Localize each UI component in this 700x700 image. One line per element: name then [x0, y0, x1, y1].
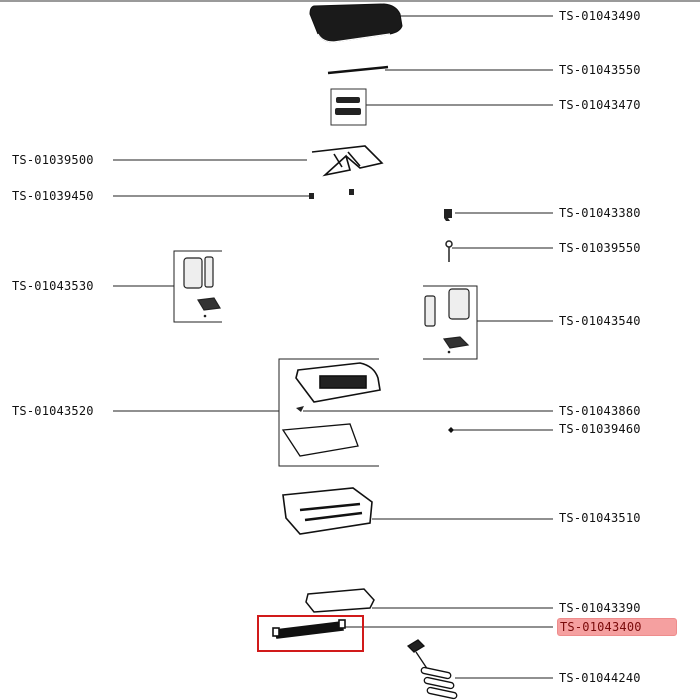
part-label-TS-01043520[interactable]: TS-01043520	[12, 404, 94, 418]
part-label-TS-01043400-selected[interactable]: TS-01043400	[557, 618, 677, 636]
part-clip-right	[349, 189, 354, 195]
part-label-TS-01039450[interactable]: TS-01039450	[12, 189, 94, 203]
part-screw	[448, 427, 454, 433]
bracket-p3	[330, 88, 367, 126]
part-hinge-set	[335, 97, 361, 115]
part-label-TS-01039550[interactable]: TS-01039550	[559, 241, 641, 255]
part-right-hinge-assembly	[424, 288, 470, 349]
part-label-TS-01039500[interactable]: TS-01039500	[12, 153, 94, 167]
part-thermal-fuse	[296, 406, 304, 412]
part-power-cord	[406, 639, 458, 700]
part-left-hinge-assembly	[183, 256, 221, 311]
part-label-TS-01043510[interactable]: TS-01043510	[559, 511, 641, 525]
part-label-TS-01043530[interactable]: TS-01043530	[12, 279, 94, 293]
part-lower-plate-frame	[295, 362, 381, 403]
top-border	[0, 0, 700, 2]
part-label-TS-01043380[interactable]: TS-01043380	[559, 206, 641, 220]
part-upper-heating-element	[311, 145, 384, 177]
part-thermostat-probe	[445, 240, 453, 262]
part-label-TS-01043490[interactable]: TS-01043490	[559, 9, 641, 23]
part-label-TS-01044240[interactable]: TS-01044240	[559, 671, 641, 685]
part-drip-tray	[305, 588, 375, 613]
selected-part-box[interactable]	[257, 615, 364, 652]
part-gasket	[281, 423, 359, 457]
part-base-housing	[282, 487, 373, 535]
part-label-TS-01043550[interactable]: TS-01043550	[559, 63, 641, 77]
part-handle	[272, 619, 346, 639]
part-label-TS-01043470[interactable]: TS-01043470	[559, 98, 641, 112]
bracket-p10	[278, 358, 379, 467]
part-label-TS-01039460[interactable]: TS-01039460	[559, 422, 641, 436]
bracket-p8	[173, 250, 222, 323]
part-seal-strip	[327, 65, 389, 75]
part-label-TS-01043860[interactable]: TS-01043860	[559, 404, 641, 418]
part-label-TS-01043540[interactable]: TS-01043540	[559, 314, 641, 328]
part-knob-clip	[444, 209, 452, 221]
part-label-TS-01043390[interactable]: TS-01043390	[559, 601, 641, 615]
part-clip-left	[309, 193, 314, 199]
part-grill-plate-top	[309, 3, 403, 43]
